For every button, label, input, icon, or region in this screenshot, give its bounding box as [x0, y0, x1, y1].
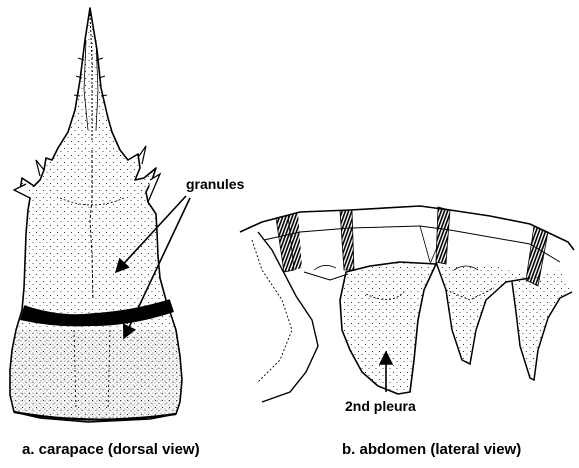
granules-label: granules — [186, 176, 244, 192]
carapace-drawing — [10, 8, 182, 422]
caption-abdomen: b. abdomen (lateral view) — [342, 441, 521, 458]
abdomen-drawing — [240, 206, 574, 402]
caption-carapace: a. carapace (dorsal view) — [22, 441, 200, 458]
second-pleuron — [340, 262, 436, 394]
second-pleura-label: 2nd pleura — [345, 398, 416, 414]
